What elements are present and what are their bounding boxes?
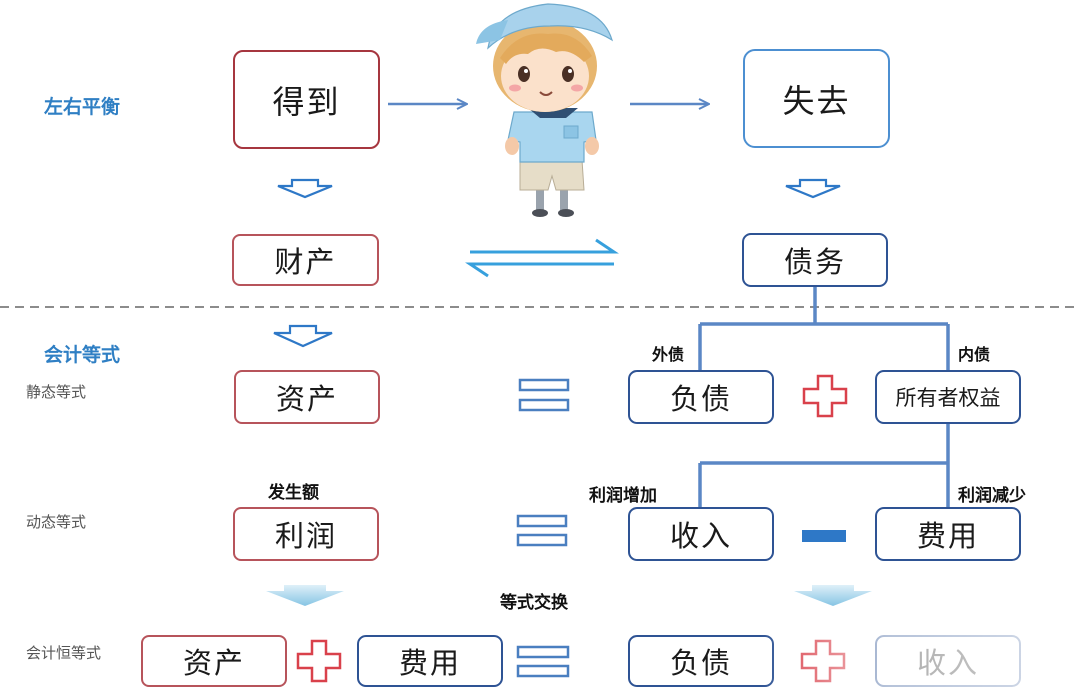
exchange-arrows bbox=[465, 238, 619, 278]
minus-sign bbox=[802, 530, 846, 542]
section-title-accounting-equation: 会计等式 bbox=[44, 344, 121, 366]
box-expense: 费用 bbox=[875, 507, 1021, 561]
box-bottom-liabilities: 负债 bbox=[628, 635, 774, 687]
box-lose: 失去 bbox=[743, 49, 890, 148]
box-gain: 得到 bbox=[233, 50, 380, 149]
debt-connector-tree bbox=[698, 287, 950, 370]
filled-down-arrow-right bbox=[794, 585, 872, 606]
label-amount-incurred: 发生额 bbox=[268, 483, 319, 503]
label-dynamic-equation: 动态等式 bbox=[26, 513, 87, 531]
filled-down-arrow-left bbox=[266, 585, 344, 606]
plus-sign-bottom-left bbox=[296, 639, 342, 683]
bottom-right-fade bbox=[760, 624, 1080, 690]
box-bottom-expense: 费用 bbox=[357, 635, 503, 687]
box-property: 财产 bbox=[232, 234, 379, 286]
section-title-balance: 左右平衡 bbox=[44, 96, 121, 118]
box-owner-equity: 所有者权益 bbox=[875, 370, 1021, 424]
hollow-down-arrow-left-mid bbox=[273, 324, 333, 348]
box-assets: 资产 bbox=[234, 370, 380, 424]
hollow-down-arrow-right-top bbox=[785, 178, 841, 199]
hollow-down-arrow-left-top bbox=[277, 178, 333, 199]
cartoon-boy-illustration bbox=[476, 3, 614, 217]
equals-sign-constant bbox=[516, 645, 570, 678]
box-revenue: 收入 bbox=[628, 507, 774, 561]
box-liabilities: 负债 bbox=[628, 370, 774, 424]
equals-sign-static bbox=[518, 378, 570, 412]
label-profit-increase: 利润增加 bbox=[589, 486, 657, 506]
box-debt: 债务 bbox=[742, 233, 888, 287]
equals-sign-dynamic bbox=[516, 514, 568, 547]
label-profit-decrease: 利润减少 bbox=[958, 486, 1026, 506]
box-bottom-assets: 资产 bbox=[141, 635, 287, 687]
label-internal-debt: 内债 bbox=[958, 345, 991, 364]
box-profit: 利润 bbox=[233, 507, 379, 561]
equity-connector-tree bbox=[698, 423, 950, 507]
label-external-debt: 外债 bbox=[652, 345, 685, 364]
label-constant-equation: 会计恒等式 bbox=[26, 644, 102, 662]
label-static-equation: 静态等式 bbox=[26, 383, 87, 401]
plus-sign-static bbox=[802, 374, 848, 418]
label-equation-exchange: 等式交换 bbox=[500, 593, 568, 613]
